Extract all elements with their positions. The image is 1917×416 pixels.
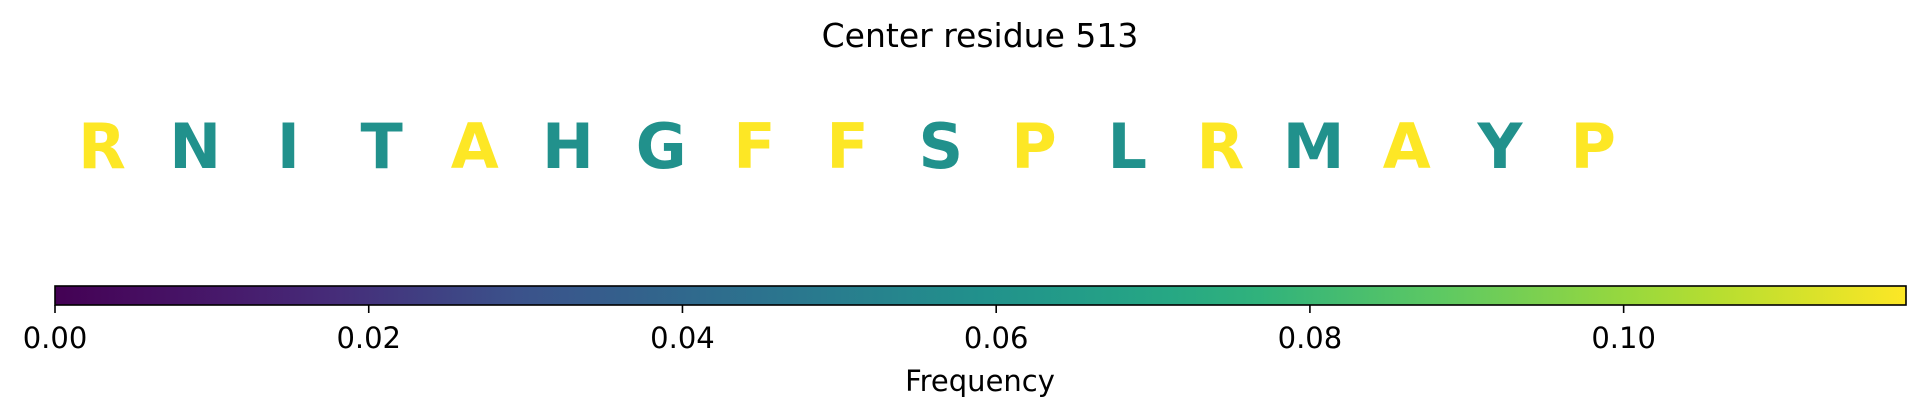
residue-letter: F xyxy=(826,110,868,183)
residue-letter: R xyxy=(78,110,126,183)
colorbar-tick-label: 0.10 xyxy=(1591,321,1656,355)
residue-letter: T xyxy=(360,110,402,183)
residue-letter: H xyxy=(542,110,594,183)
colorbar-label: Frequency xyxy=(905,364,1055,398)
colorbar-ticks: 0.00 0.02 0.04 0.06 0.08 0.10 xyxy=(23,305,1656,355)
colorbar-tick-label: 0.06 xyxy=(964,321,1029,355)
residue-letter: S xyxy=(918,110,963,183)
residue-letter: P xyxy=(1011,110,1056,183)
residue-letter: N xyxy=(169,110,221,183)
residue-letter: Y xyxy=(1477,110,1524,183)
residue-letter: A xyxy=(451,110,499,183)
chart-title: Center residue 513 xyxy=(822,16,1139,55)
residue-letter: L xyxy=(1107,110,1147,183)
residue-letter: A xyxy=(1383,110,1431,183)
residue-letter: F xyxy=(733,110,775,183)
residue-letter: G xyxy=(636,110,687,183)
colorbar-tick-label: 0.02 xyxy=(336,321,401,355)
residue-letter: P xyxy=(1570,110,1615,183)
residue-letter: M xyxy=(1283,110,1345,183)
colorbar-gradient xyxy=(54,285,1907,306)
colorbar-tick-label: 0.04 xyxy=(650,321,715,355)
colorbar: 0.00 0.02 0.04 0.06 0.08 0.10 xyxy=(23,285,1907,355)
residue-letter: I xyxy=(277,110,300,183)
colorbar-tick-label: 0.08 xyxy=(1278,321,1343,355)
residue-letter: R xyxy=(1197,110,1245,183)
colorbar-tick-label: 0.00 xyxy=(23,321,88,355)
